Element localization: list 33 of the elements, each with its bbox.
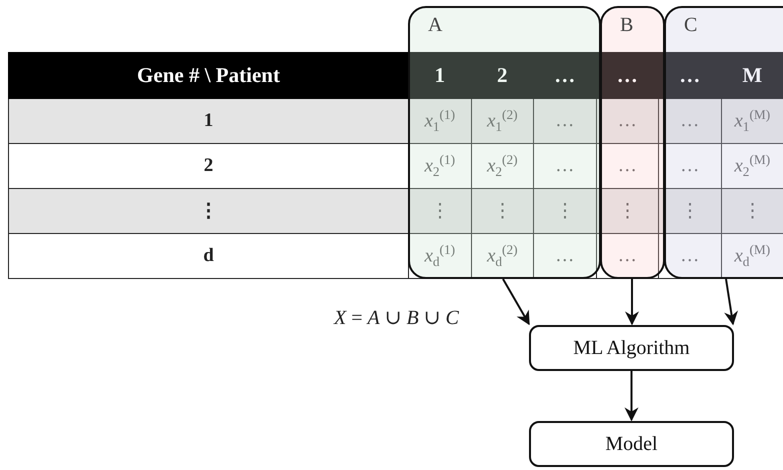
matrix-entry: … [658, 98, 721, 144]
group-b-outline [600, 6, 665, 279]
set-formula: X = A ∪ B ∪ C [334, 306, 459, 330]
matrix-entry: ⋮ [471, 188, 534, 234]
patient-column-header: … [658, 52, 721, 98]
matrix-entry: ⋮ [534, 188, 596, 234]
gene-row-header: d [8, 234, 408, 278]
arrow [624, 371, 638, 422]
matrix-entry: … [596, 98, 658, 144]
patient-column-header: … [596, 52, 658, 98]
arrow [502, 278, 530, 326]
arrow [724, 278, 738, 326]
matrix-entry: ⋮ [658, 188, 721, 234]
output-box: Model [529, 421, 734, 467]
patient-column-header: M [721, 52, 783, 98]
arrow [625, 279, 639, 326]
process-box: ML Algorithm [529, 325, 734, 371]
group-label: C [684, 14, 698, 37]
gene-row-header: ⋮ [8, 188, 408, 234]
table-header-title: Gene # \ Patient [8, 52, 408, 98]
group-c-outline [664, 6, 783, 279]
group-label: A [428, 14, 442, 37]
matrix-entry: ⋮ [408, 188, 471, 234]
matrix-entry: ⋮ [596, 188, 658, 234]
patient-column-header: 1 [408, 52, 471, 98]
patient-column-header: … [534, 52, 596, 98]
gene-row-header: 1 [8, 98, 408, 144]
group-a-outline [408, 6, 601, 279]
matrix-entry: ⋮ [721, 188, 783, 234]
patient-column-header: 2 [471, 52, 534, 98]
matrix-entry: … [534, 98, 596, 144]
group-label: B [620, 14, 634, 37]
matrix-entry: … [534, 234, 596, 278]
